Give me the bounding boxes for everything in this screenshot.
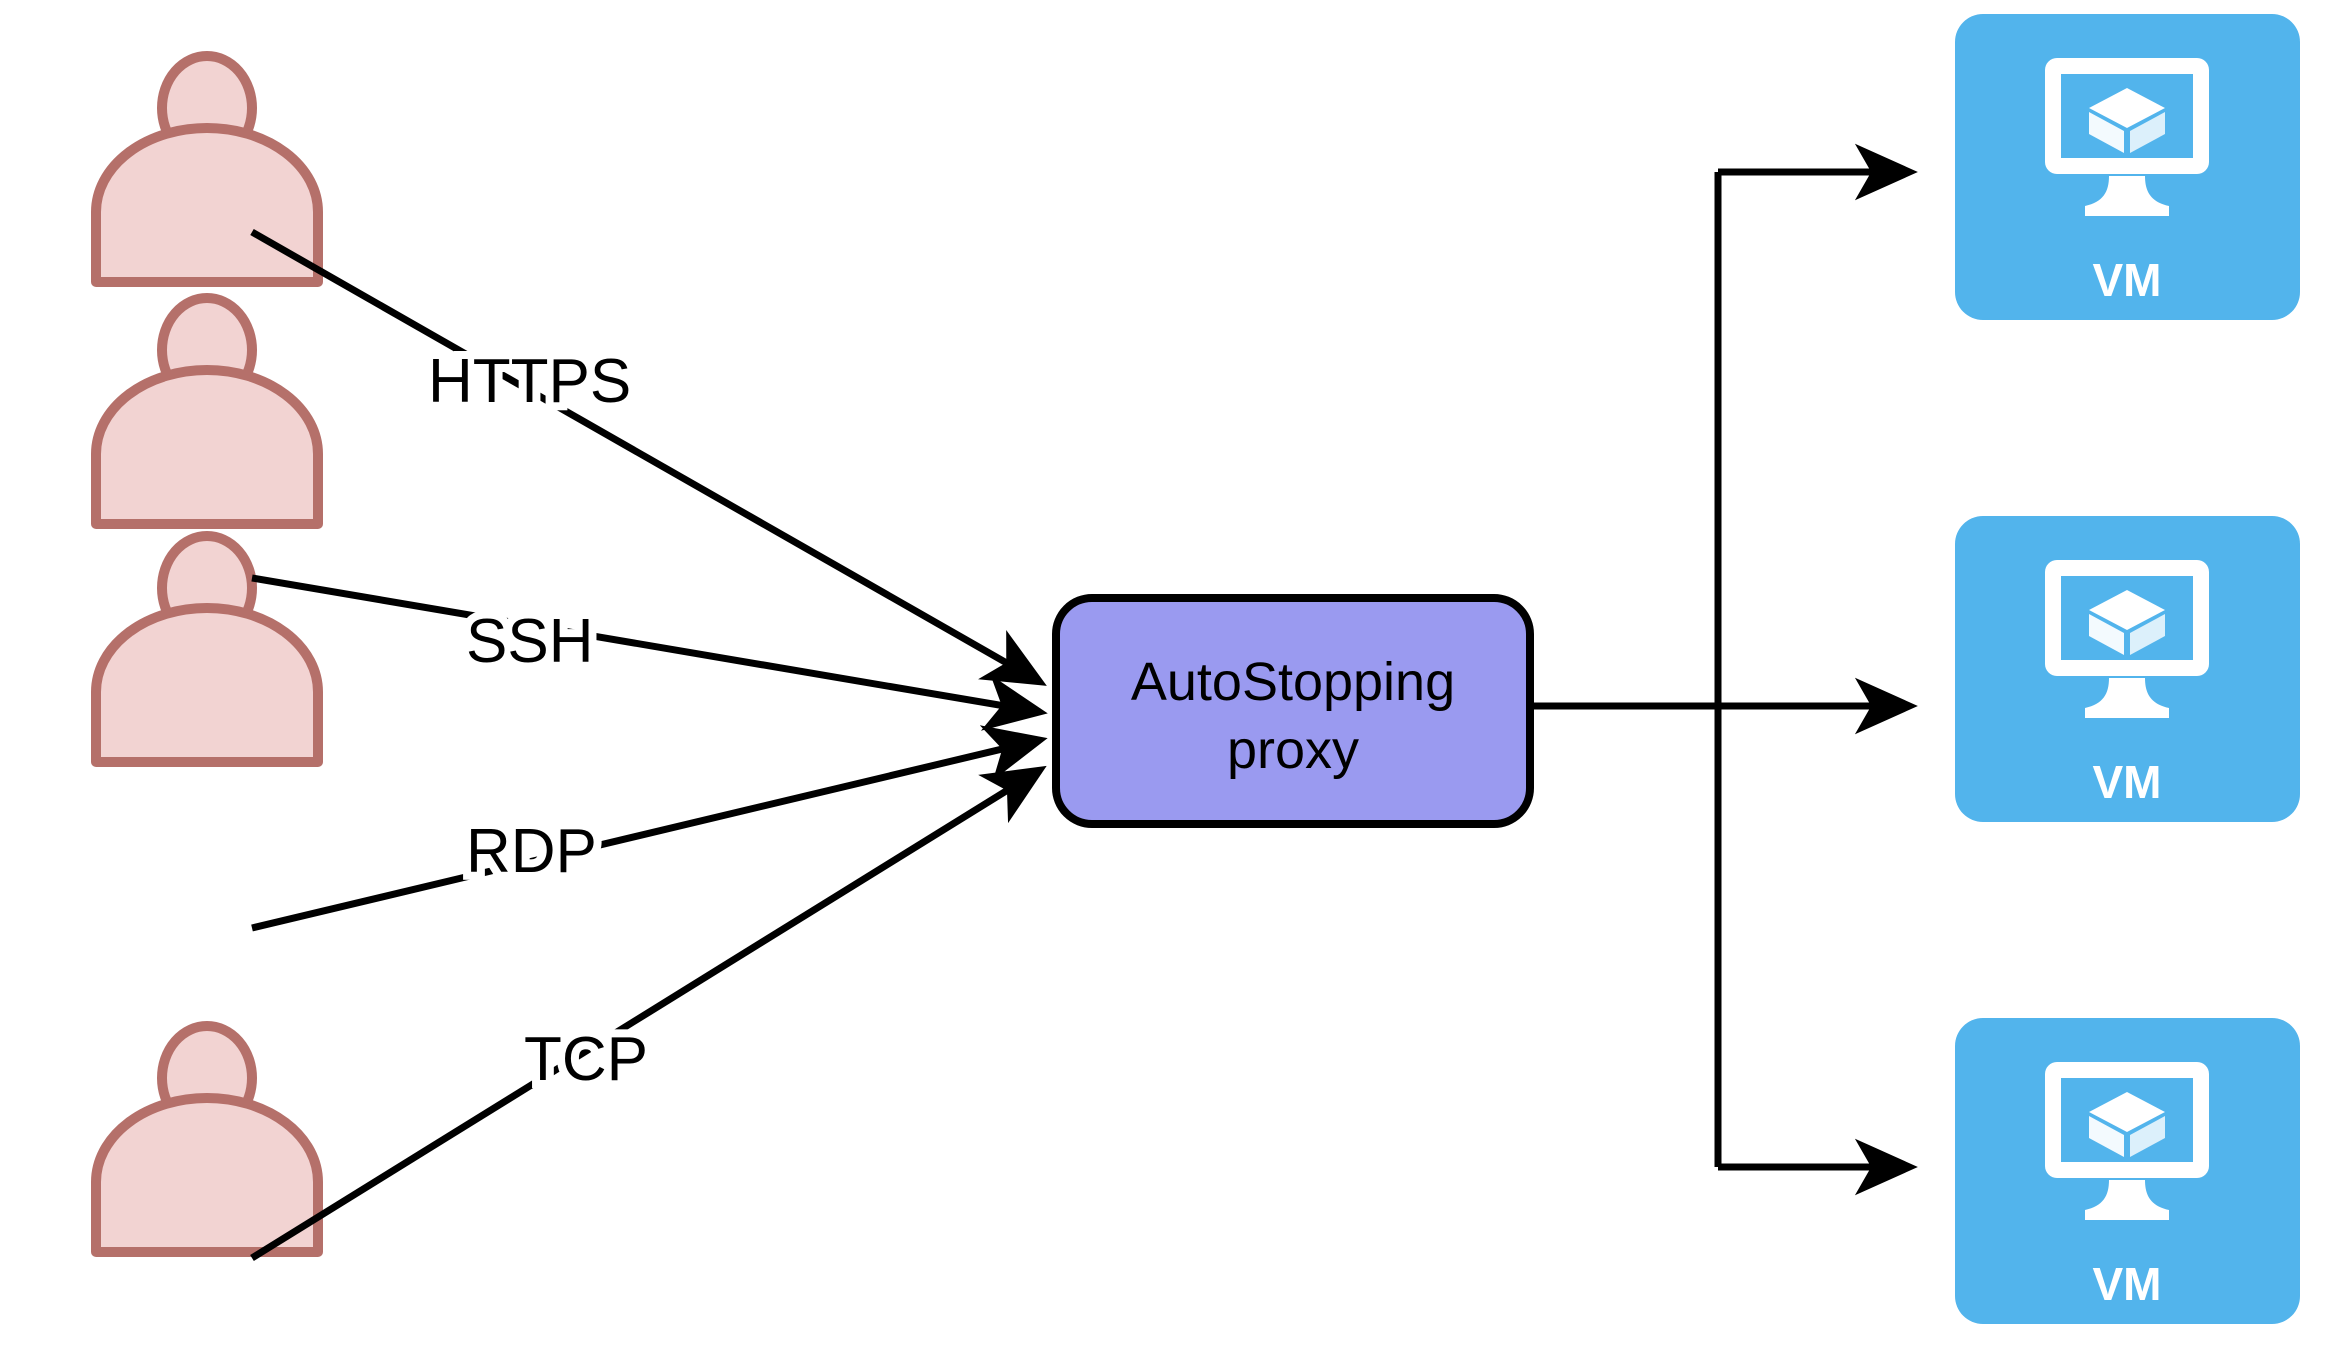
edge-https[interactable] <box>250 228 1047 686</box>
user-icon <box>96 1026 318 1252</box>
actor-group-user-3[interactable] <box>96 536 318 762</box>
proxy-label-line1: AutoStopping <box>1131 652 1455 712</box>
vm-node-2[interactable]: VM <box>1955 516 2300 822</box>
proxy-label-line2: proxy <box>1227 720 1359 780</box>
edge-label-group: HTTPS SSH RDP TCP <box>420 339 656 1102</box>
autostopping-proxy-node[interactable]: AutoStopping proxy <box>1052 594 1534 828</box>
actor-group-user-4[interactable] <box>96 1026 318 1252</box>
edge-tcp[interactable] <box>250 765 1047 1261</box>
edge-label-https: HTTPS <box>428 347 631 416</box>
vm-label: VM <box>2093 254 2162 306</box>
vm-node-3[interactable]: VM <box>1955 1018 2300 1324</box>
user-icon <box>96 536 318 762</box>
edge-label-tcp: TCP <box>524 1025 648 1094</box>
edge-label-ssh: SSH <box>466 607 593 676</box>
edge-ssh[interactable] <box>251 574 1048 731</box>
edge-label-rdp: RDP <box>466 817 597 886</box>
vm-label: VM <box>2093 756 2162 808</box>
vm-label: VM <box>2093 1258 2162 1310</box>
vm-node-1[interactable]: VM <box>1955 14 2300 320</box>
proxy-box <box>1052 594 1534 828</box>
actor-group-user-2[interactable] <box>96 298 318 524</box>
proxy-to-vm-edges <box>1530 143 1918 1196</box>
user-icon <box>96 298 318 524</box>
edge-rdp[interactable] <box>251 725 1048 932</box>
